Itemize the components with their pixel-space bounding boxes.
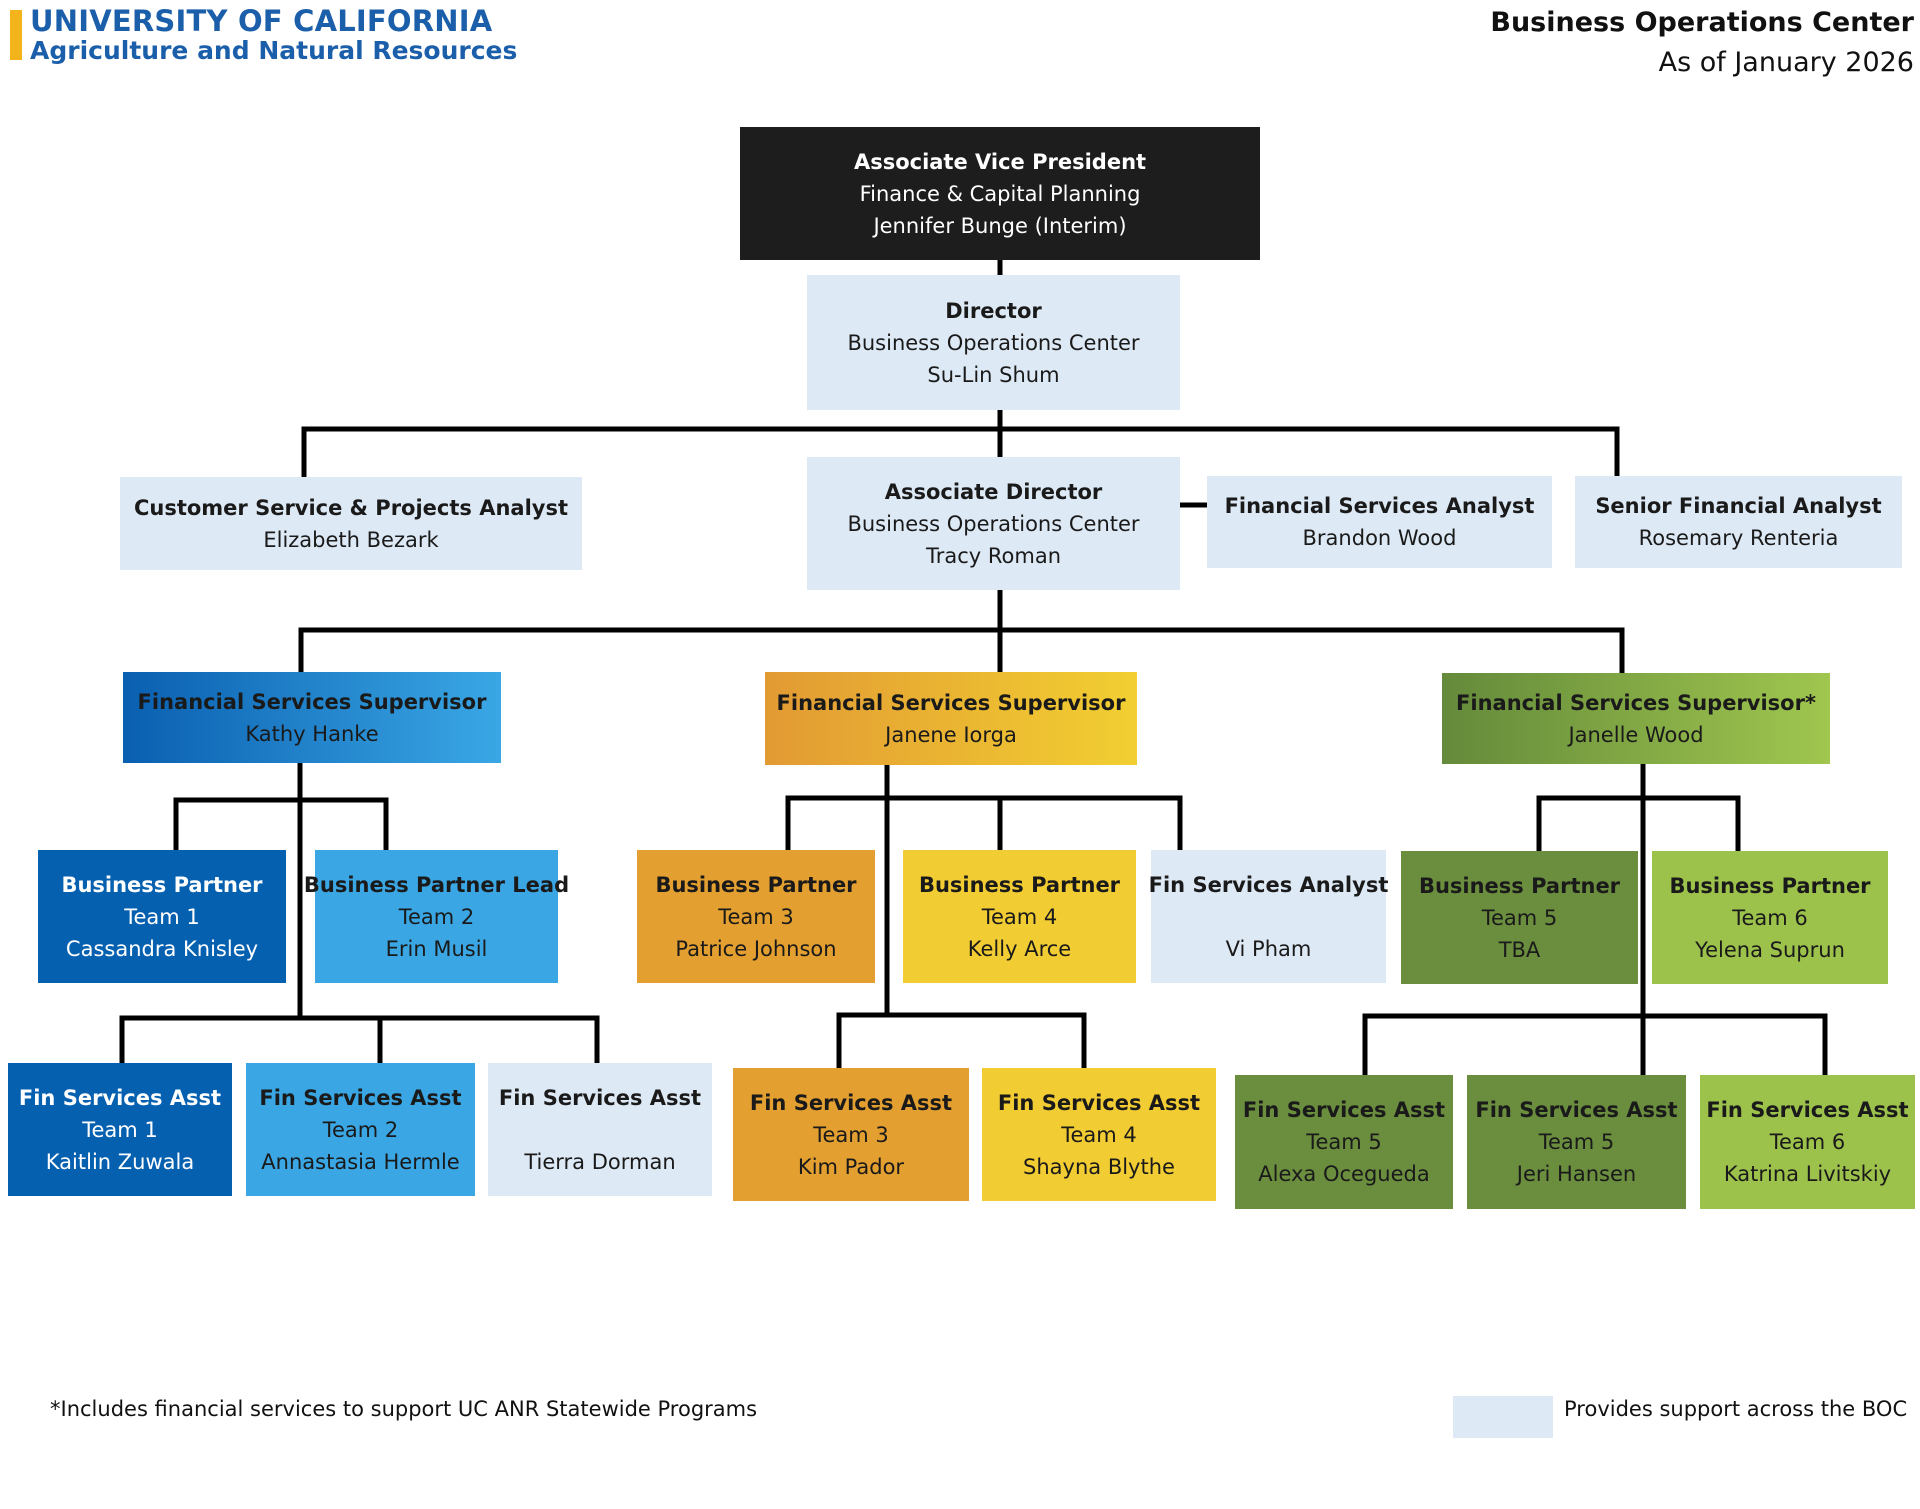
node-team: Team 6: [1732, 905, 1808, 930]
node-title: Fin Services Analyst: [1148, 872, 1389, 897]
node-team: Team 1: [124, 904, 200, 929]
node-person: Yelena Suprun: [1695, 937, 1845, 962]
node-person: Janelle Wood: [1568, 722, 1704, 747]
node-title: Associate Director: [884, 479, 1103, 504]
node-person: Rosemary Renteria: [1638, 526, 1839, 550]
node-fin-services-asst-team5b: Fin Services Asst Team 5 Jeri Hansen: [1467, 1075, 1686, 1209]
node-fin-services-analyst: Fin Services Analyst Vi Pham: [1148, 850, 1389, 983]
node-business-partner-team1: Business Partner Team 1 Cassandra Knisle…: [38, 850, 286, 983]
node-fin-services-asst-team1: Fin Services Asst Team 1 Kaitlin Zuwala: [8, 1063, 232, 1196]
node-supervisor-blue: Financial Services Supervisor Kathy Hank…: [123, 672, 501, 763]
node-team: Team 3: [813, 1122, 889, 1147]
node-supervisor-orange: Financial Services Supervisor Janene Ior…: [765, 672, 1137, 765]
legend-label: Provides support across the BOC: [1564, 1397, 1908, 1421]
node-team: Team 5: [1481, 905, 1558, 930]
logo-university: UNIVERSITY OF CALIFORNIA: [30, 4, 493, 38]
node-title: Business Partner: [1669, 873, 1871, 898]
node-title: Senior Financial Analyst: [1595, 494, 1882, 518]
node-person: Janene Iorga: [885, 722, 1017, 747]
logo-division: Agriculture and Natural Resources: [30, 36, 518, 65]
node-title: Fin Services Asst: [498, 1085, 702, 1110]
node-financial-services-analyst: Financial Services Analyst Brandon Wood: [1207, 476, 1552, 568]
node-title: Business Partner: [918, 872, 1121, 897]
node-title: Director: [945, 298, 1042, 323]
node-business-partner-team4: Business Partner Team 4 Kelly Arce: [903, 850, 1136, 983]
node-team: Team 5: [1538, 1130, 1615, 1154]
node-person: Kim Pador: [797, 1154, 905, 1179]
node-fin-services-asst-team3: Fin Services Asst Team 3 Kim Pador: [733, 1068, 969, 1201]
node-person: Patrice Johnson: [675, 936, 837, 961]
node-senior-financial-analyst: Senior Financial Analyst Rosemary Renter…: [1575, 476, 1902, 568]
node-title: Fin Services Asst: [749, 1090, 953, 1115]
node-team: Team 1: [82, 1117, 158, 1142]
node-person: Su-Lin Shum: [927, 362, 1060, 387]
node-title: Business Partner: [655, 872, 857, 897]
node-team: Team 5: [1306, 1130, 1382, 1154]
node-fin-services-asst-team4: Fin Services Asst Team 4 Shayna Blythe: [982, 1068, 1216, 1201]
node-business-partner-team5: Business Partner Team 5 TBA: [1401, 851, 1638, 984]
node-unit: Finance & Capital Planning: [859, 181, 1141, 206]
logo-accent-bar: [10, 10, 22, 60]
node-team: Team 4: [1061, 1122, 1137, 1147]
node-person: Kelly Arce: [967, 936, 1072, 961]
node-person: Katrina Livitskiy: [1723, 1162, 1892, 1186]
node-team: Team 2: [322, 1117, 399, 1142]
node-title: Associate Vice President: [853, 149, 1147, 174]
node-title: Fin Services Asst: [997, 1090, 1201, 1115]
node-person: Jennifer Bunge (Interim): [873, 213, 1127, 238]
node-person: Kaitlin Zuwala: [45, 1149, 195, 1174]
node-title: Fin Services Asst: [1475, 1098, 1678, 1122]
node-team: Team 2: [398, 904, 475, 929]
node-person: Kathy Hanke: [245, 721, 379, 746]
node-person: Brandon Wood: [1302, 526, 1457, 550]
node-unit: Business Operations Center: [847, 330, 1140, 355]
node-person: Jeri Hansen: [1516, 1162, 1637, 1186]
node-team: Team 4: [981, 904, 1058, 929]
node-business-partner-lead-team2: Business Partner Lead Team 2 Erin Musil: [304, 850, 569, 983]
node-title: Business Partner: [61, 872, 263, 897]
node-title: Financial Services Supervisor: [137, 689, 487, 714]
node-unit: Business Operations Center: [847, 511, 1140, 536]
node-person: Alexa Ocegueda: [1258, 1162, 1430, 1186]
node-title: Financial Services Analyst: [1224, 494, 1535, 518]
node-title: Fin Services Asst: [1706, 1098, 1909, 1122]
node-title: Customer Service & Projects Analyst: [133, 495, 569, 520]
node-person: Tierra Dorman: [524, 1149, 676, 1174]
node-business-partner-team3: Business Partner Team 3 Patrice Johnson: [637, 850, 875, 983]
node-person: Annastasia Hermle: [261, 1149, 460, 1174]
node-customer-service-analyst: Customer Service & Projects Analyst Eliz…: [120, 477, 582, 570]
page-title: Business Operations Center: [1490, 7, 1914, 38]
node-title: Fin Services Asst: [18, 1085, 222, 1110]
node-person: Elizabeth Bezark: [263, 527, 439, 552]
node-title: Fin Services Asst: [259, 1085, 462, 1110]
node-supervisor-green: Financial Services Supervisor* Janelle W…: [1442, 673, 1830, 764]
node-team: Team 6: [1769, 1130, 1846, 1154]
node-business-partner-team6: Business Partner Team 6 Yelena Suprun: [1652, 851, 1888, 984]
node-associate-vice-president: Associate Vice President Finance & Capit…: [740, 127, 1260, 260]
node-person: TBA: [1498, 937, 1541, 962]
node-fin-services-asst-team5a: Fin Services Asst Team 5 Alexa Ocegueda: [1235, 1075, 1453, 1209]
node-title: Business Partner: [1418, 873, 1621, 898]
as-of-date: As of January 2026: [1658, 47, 1914, 78]
node-person: Cassandra Knisley: [65, 936, 259, 961]
footnote: *Includes financial services to support …: [50, 1397, 758, 1421]
legend-swatch: [1453, 1396, 1553, 1438]
node-title: Business Partner Lead: [303, 872, 570, 897]
node-fin-services-asst-team6: Fin Services Asst Team 6 Katrina Livitsk…: [1700, 1075, 1915, 1209]
node-title: Financial Services Supervisor*: [1456, 690, 1816, 715]
node-person: Shayna Blythe: [1023, 1154, 1175, 1179]
node-title: Fin Services Asst: [1242, 1098, 1446, 1122]
node-person: Erin Musil: [385, 936, 488, 961]
node-director: Director Business Operations Center Su-L…: [807, 275, 1180, 410]
node-fin-services-asst-team2: Fin Services Asst Team 2 Annastasia Herm…: [246, 1063, 475, 1196]
node-fin-services-asst-tierra: Fin Services Asst Tierra Dorman: [488, 1063, 712, 1196]
node-title: Financial Services Supervisor: [776, 690, 1126, 715]
node-person: Tracy Roman: [925, 543, 1062, 568]
node-team: Team 3: [718, 904, 794, 929]
node-person: Vi Pham: [1225, 936, 1312, 961]
node-associate-director: Associate Director Business Operations C…: [807, 457, 1180, 590]
